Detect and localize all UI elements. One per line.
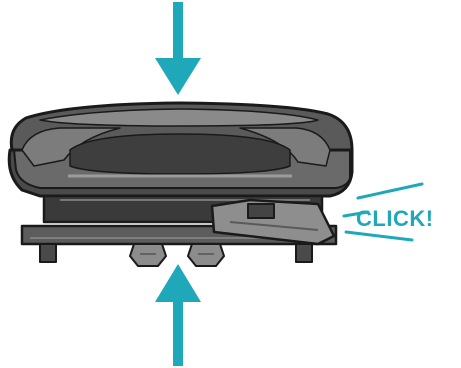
release-latch (210, 198, 336, 246)
down-arrow-icon (155, 2, 201, 95)
mount-knobs (128, 243, 226, 267)
click-sound-lines-icon (342, 182, 424, 242)
click-label: CLICK! (356, 206, 434, 231)
up-arrow-icon (155, 264, 201, 366)
device-body (7, 101, 354, 198)
